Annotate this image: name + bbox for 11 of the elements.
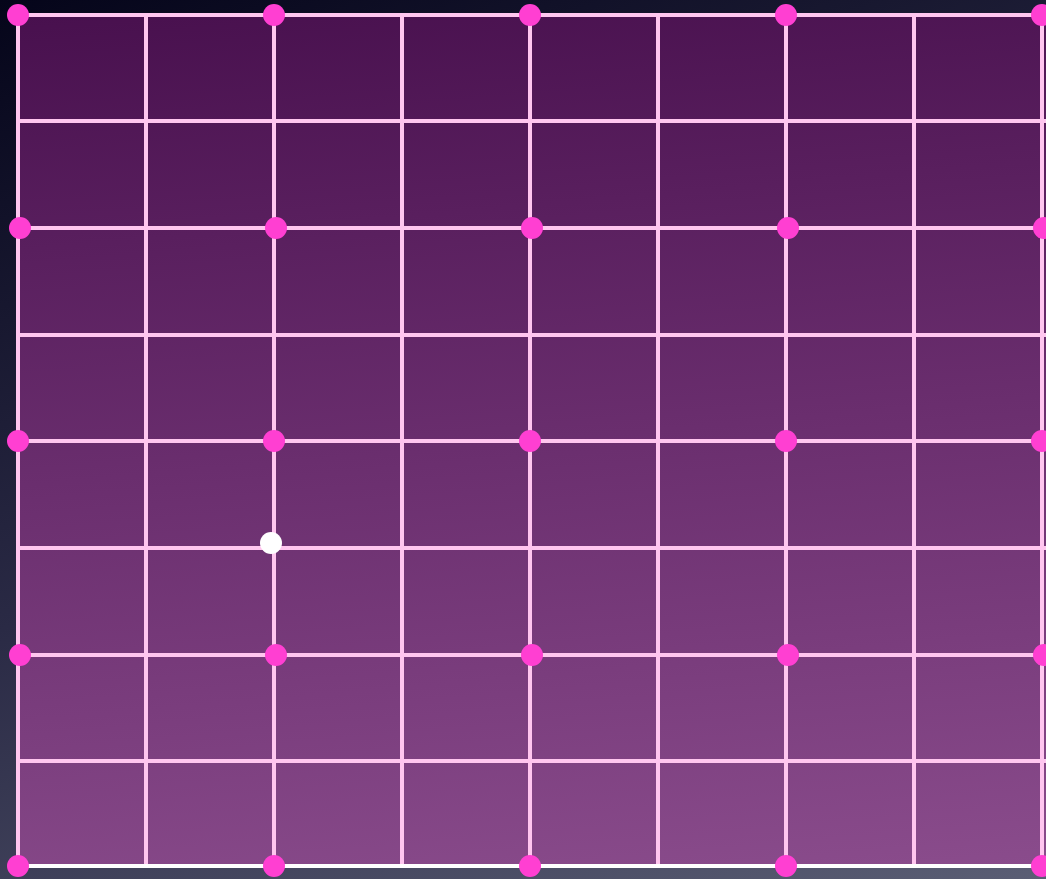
dot-marker [9, 217, 31, 239]
dot-marker [263, 855, 285, 877]
dot-marker [775, 855, 797, 877]
dot-marker [519, 855, 541, 877]
dot-marker [9, 644, 31, 666]
dot-marker [263, 4, 285, 26]
dot-marker [519, 4, 541, 26]
dot-marker [7, 855, 29, 877]
dot-marker [775, 4, 797, 26]
dot-marker [7, 430, 29, 452]
dot-marker [7, 4, 29, 26]
